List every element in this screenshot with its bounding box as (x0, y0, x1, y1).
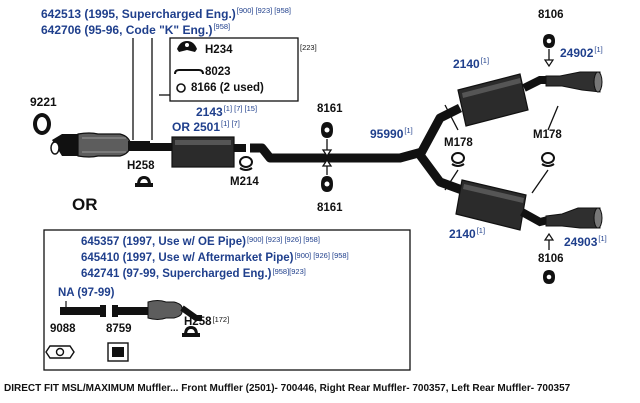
label-2140-right-rear: 2140[1] (453, 56, 490, 71)
label-m178-left: M178 (444, 137, 473, 149)
right-rear-muffler-shape (457, 73, 548, 127)
tailpipe-24902-shape (545, 71, 603, 93)
label-or-2501: OR 2501[1] [7] (172, 119, 240, 134)
or-separator: OR (72, 195, 98, 214)
label-8106-top: 8106 (538, 9, 564, 21)
y-pipe-upper-branch (416, 103, 463, 158)
label-2143: 2143[1] [7] [15] (196, 104, 258, 119)
alt-na-label: NA (97-99) (58, 287, 115, 299)
kit-8023-icon (174, 69, 204, 75)
kit-8166-label: 8166 (2 used) (191, 82, 264, 94)
alt-part-642741-label: 642741 (97-99, Supercharged Eng.)[958][9… (81, 267, 306, 280)
label-2140-left-rear: 2140[1] (449, 226, 486, 241)
kit-8166-ring-icon (176, 83, 186, 93)
clamp-8161-top-icon (321, 122, 333, 138)
clamp-8161-arrows (321, 139, 333, 175)
label-24903: 24903[1] (564, 234, 607, 249)
alt-8759-label: 8759 (106, 323, 132, 335)
kit-h234-label: H234 (205, 44, 233, 56)
left-rear-muffler-shape (455, 179, 549, 231)
label-95990: 95990[1] (370, 126, 413, 141)
tailpipe-24903-shape (545, 207, 603, 229)
kit-8023-label: 8023 (205, 66, 231, 78)
part-642706-label: 642706 (95-96, Code "K" Eng.)[958] (41, 22, 231, 37)
alt-front-pipe-shape (60, 300, 202, 321)
label-24902: 24902[1] (560, 45, 603, 60)
front-muffler-shape (150, 136, 246, 168)
leader-m178-right-b (531, 169, 549, 194)
kit-h234-icon (177, 41, 197, 52)
alternate-parts-box (43, 229, 411, 371)
label-m214: M214 (230, 176, 259, 188)
clamp-8106-bottom-icon (543, 232, 555, 284)
clamp-h258-alt-icon (182, 326, 200, 337)
gasket-8759-icon (107, 342, 129, 362)
y-pipe-lower-branch (416, 152, 464, 195)
clamp-m178-left-icon (451, 152, 465, 167)
clamp-8161-bottom-icon (321, 176, 333, 192)
label-8161-bottom: 8161 (317, 202, 343, 214)
gasket-9088-icon (45, 345, 75, 359)
kit-note: [223] (300, 43, 317, 52)
leader-m178-right-a (547, 105, 559, 131)
leader-m178-left-a (444, 104, 459, 131)
clamp-m214-icon (239, 156, 253, 171)
alt-part-645357-label: 645357 (1997, Use w/ OE Pipe)[900] [923]… (81, 235, 320, 248)
hardware-kit-box (169, 37, 299, 102)
clamp-8106-top-icon (543, 34, 555, 68)
footer-caption: DIRECT FIT MSL/MAXIMUM Muffler... Front … (4, 383, 571, 394)
alt-part-645410-label: 645410 (1997, Use w/ Aftermarket Pipe)[9… (81, 251, 349, 264)
converter-pipe-shape (50, 132, 150, 158)
label-8106-bottom: 8106 (538, 253, 564, 265)
clamp-h258-icon (135, 176, 153, 187)
label-9221: 9221 (30, 95, 57, 109)
intermediate-pipe-95990 (250, 143, 424, 163)
part-642513-label: 642513 (1995, Supercharged Eng.)[900] [9… (41, 6, 291, 21)
label-8161-top: 8161 (317, 103, 343, 115)
gasket-9221-icon (33, 113, 51, 135)
label-m178-right: M178 (533, 129, 562, 141)
alt-9088-label: 9088 (50, 323, 76, 335)
clamp-m178-right-icon (541, 152, 555, 167)
alt-h258-label: H258[172] (184, 315, 230, 328)
label-h258: H258 (127, 160, 155, 172)
